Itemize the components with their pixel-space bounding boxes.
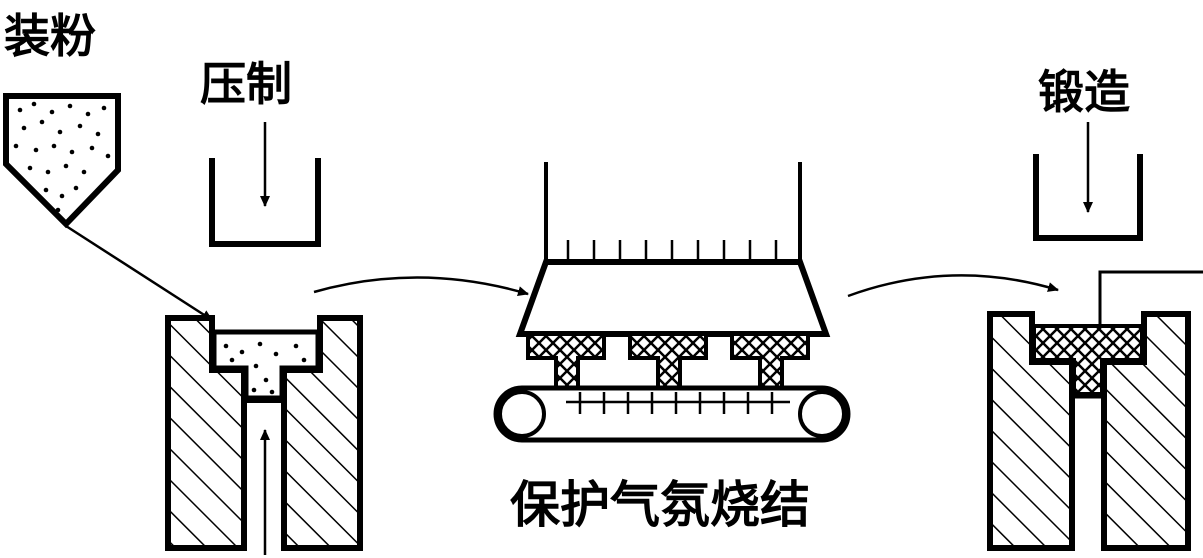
powder-hopper [3,93,121,229]
furnace-heaters-top [566,240,778,262]
conveyor-belt [493,385,851,443]
label-press: 压制 [200,57,292,111]
label-forge: 锻造 [1038,65,1130,119]
sintered-part [628,332,708,390]
label-sinter: 保护气氛烧结 [510,476,810,534]
arrow-to-forging [847,274,1059,298]
sintered-part [730,332,810,390]
furnace-heaters-bottom [578,392,774,414]
forging-punch [1033,122,1143,241]
label-fill-powder: 装粉 [4,9,96,63]
sintered-part [526,332,606,390]
ejector-line [1098,270,1203,326]
arrow-hopper-to-die [65,224,213,322]
powder-dots [13,101,111,213]
arrow-to-sintering [313,276,529,296]
press-punch [209,122,321,247]
compaction-die [165,315,363,555]
forging-die [987,270,1203,551]
sintering-furnace [493,162,851,443]
